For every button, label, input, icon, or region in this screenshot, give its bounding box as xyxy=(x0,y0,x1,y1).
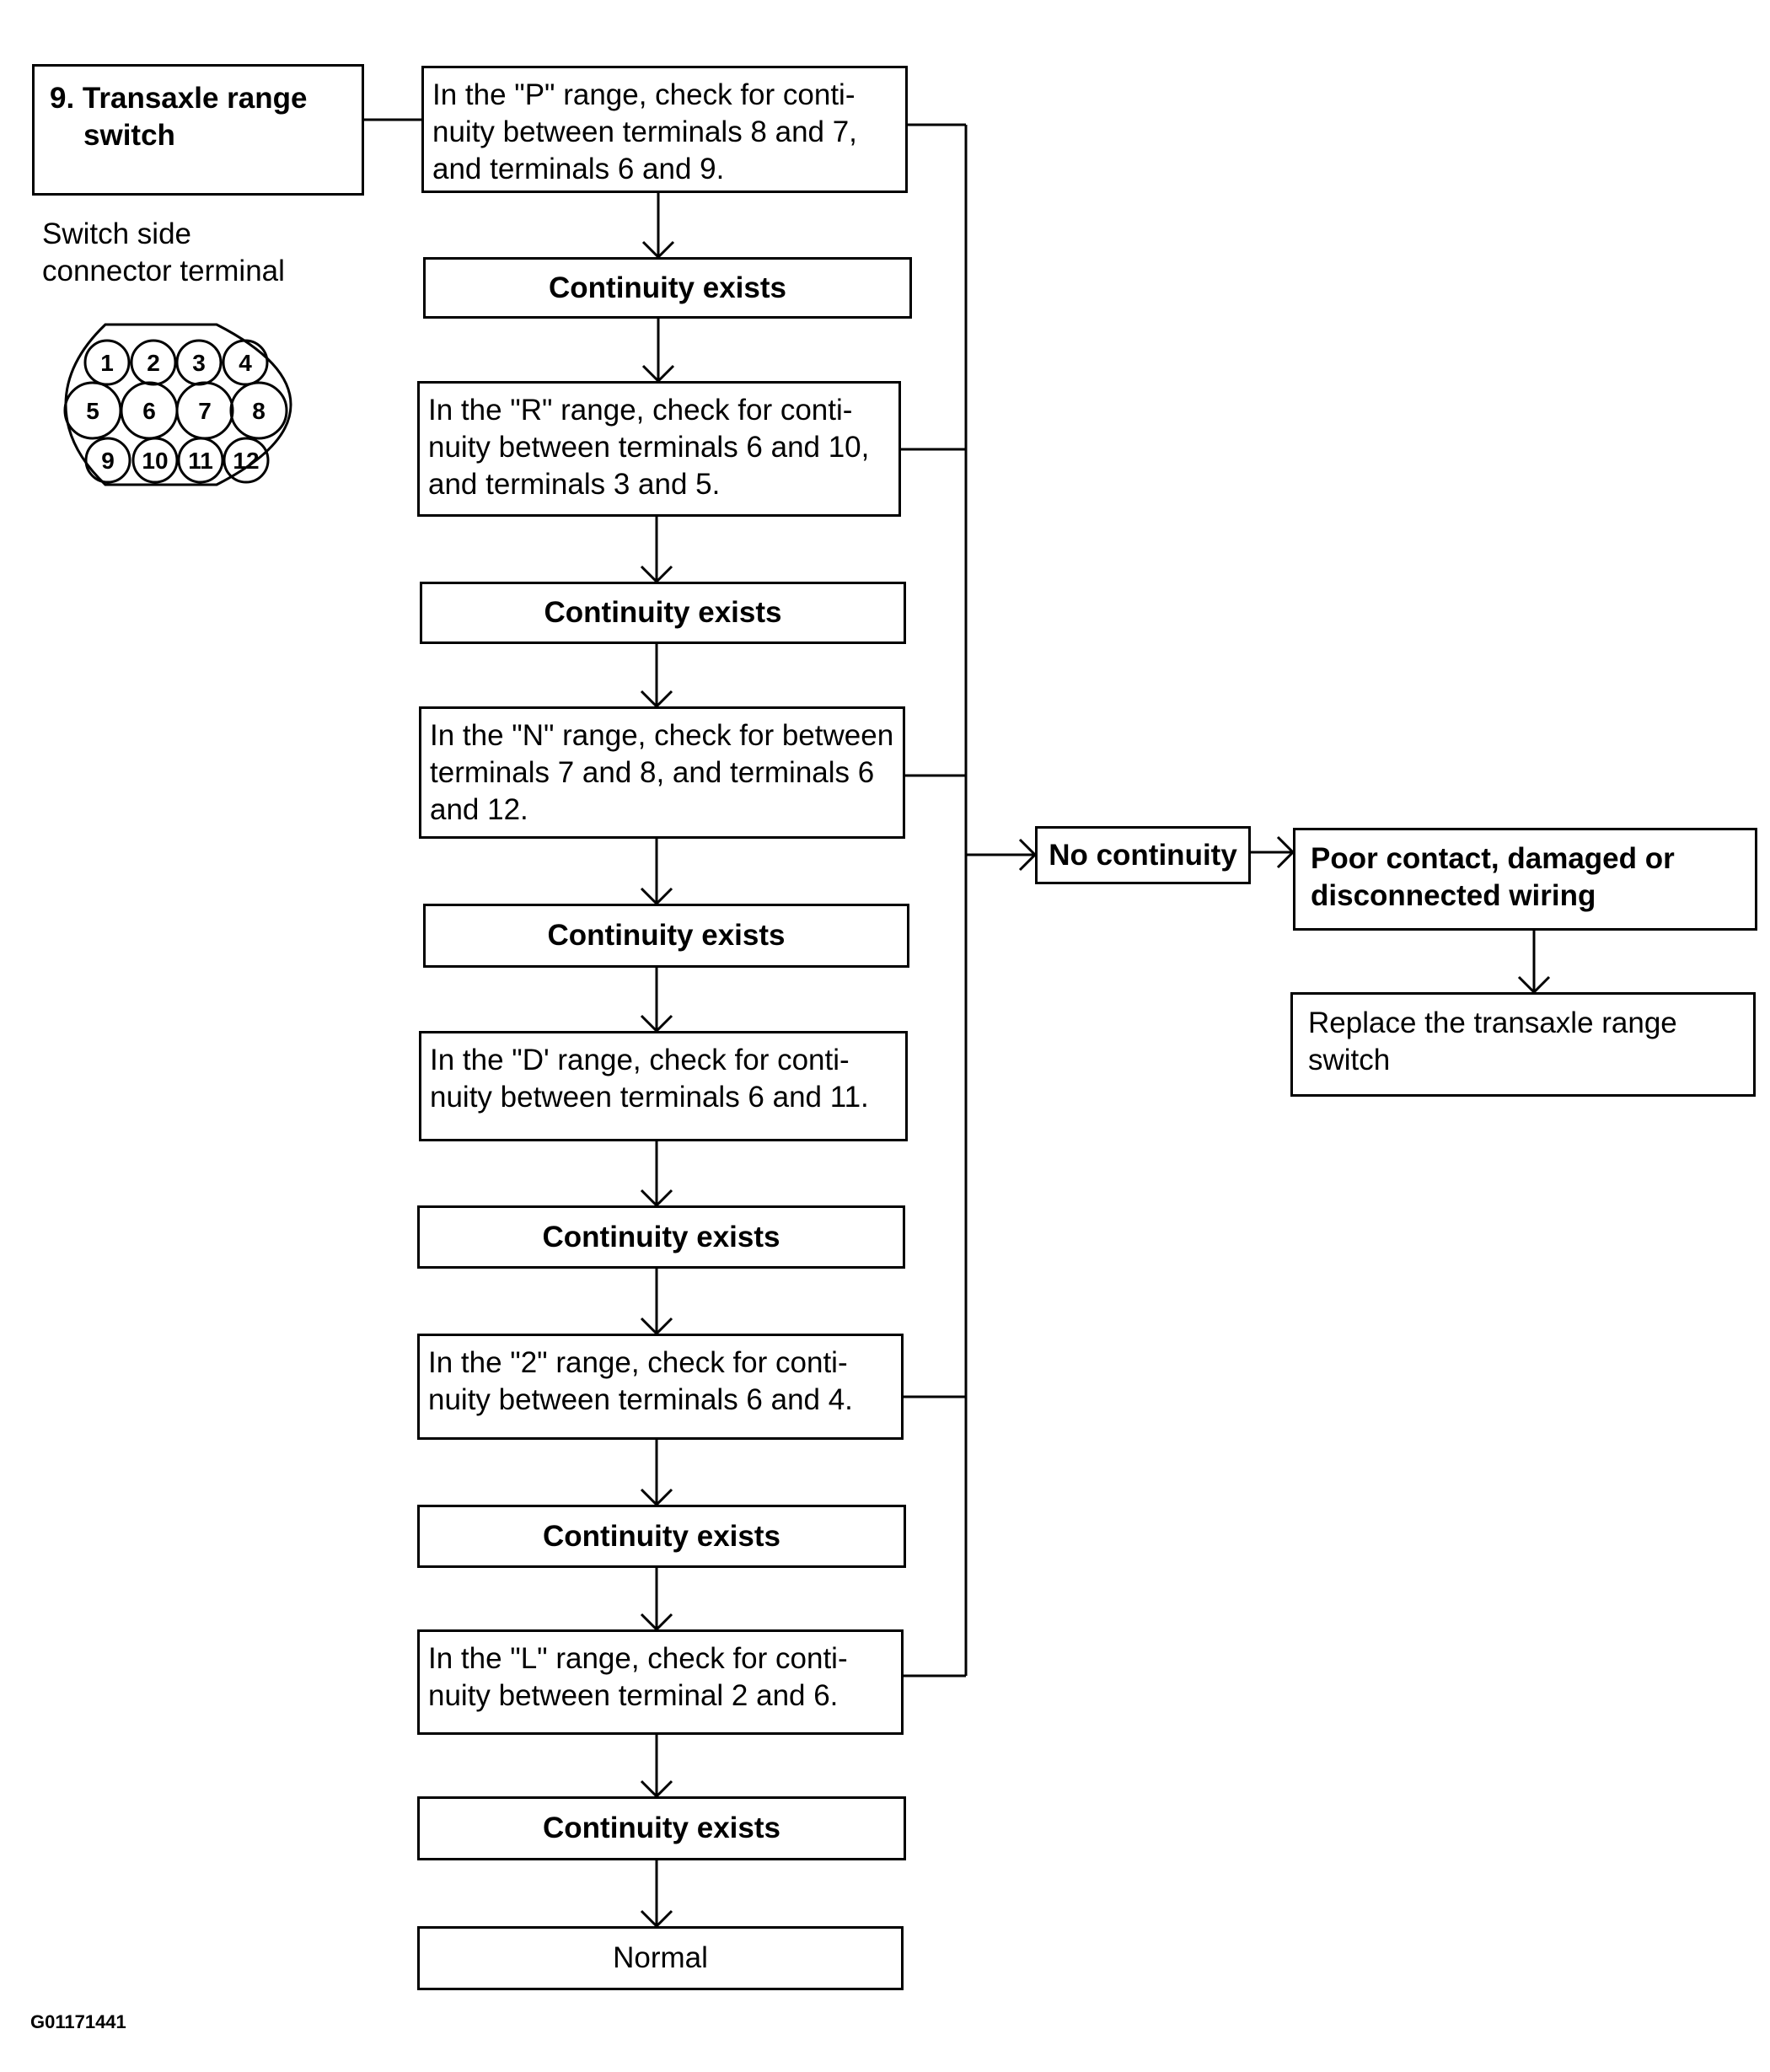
continuity-exists-p-label: Continuity exists xyxy=(549,271,786,304)
step-l-range-text: In the "L" range, check for conti-nuity … xyxy=(428,1642,848,1712)
continuity-exists-2: Continuity exists xyxy=(417,1505,906,1568)
step-r-range-text: In the "R" range, check for conti-nuity … xyxy=(428,394,870,501)
connector-label-line-2: connector terminal xyxy=(42,255,285,287)
terminal-6: 6 xyxy=(120,381,179,440)
step-d-range-text: In the "D' range, check for conti-nuity … xyxy=(430,1044,869,1114)
svg-text:2: 2 xyxy=(147,350,160,376)
step-n-range-text: In the "N" range, check for between term… xyxy=(430,719,894,826)
svg-text:9: 9 xyxy=(101,448,115,474)
step-2-range: In the "2" range, check for conti-nuity … xyxy=(417,1334,904,1440)
step-p-range: In the "P" range, check for conti-nuity … xyxy=(421,66,908,193)
cause-box: Poor contact, damaged or disconnected wi… xyxy=(1293,828,1757,931)
continuity-exists-p: Continuity exists xyxy=(423,257,912,319)
procedure-title: 9. Transaxle range switch xyxy=(32,64,364,196)
continuity-exists-n: Continuity exists xyxy=(423,904,909,968)
no-continuity-label: No continuity xyxy=(1049,838,1237,872)
continuity-exists-2-label: Continuity exists xyxy=(543,1519,780,1553)
connector-label: Switch side connector terminal xyxy=(42,216,285,290)
terminal-7: 7 xyxy=(175,381,234,440)
terminal-10: 10 xyxy=(131,437,179,484)
step-2-range-text: In the "2" range, check for conti-nuity … xyxy=(428,1346,853,1416)
continuity-exists-n-label: Continuity exists xyxy=(547,919,786,952)
title-line-1: 9. Transaxle range xyxy=(50,82,308,115)
connector-label-line-1: Switch side xyxy=(42,217,192,250)
action-text: Replace the transaxle range switch xyxy=(1308,1006,1677,1076)
svg-text:4: 4 xyxy=(239,350,252,376)
terminal-4: 4 xyxy=(222,339,269,386)
step-p-range-text: In the "P" range, check for conti-nuity … xyxy=(432,78,857,185)
continuity-exists-r: Continuity exists xyxy=(420,582,906,644)
terminal-5: 5 xyxy=(63,381,122,440)
action-box: Replace the transaxle range switch xyxy=(1290,992,1756,1097)
terminal-9: 9 xyxy=(84,437,131,484)
continuity-exists-l: Continuity exists xyxy=(417,1796,906,1860)
svg-text:10: 10 xyxy=(142,448,168,474)
step-r-range: In the "R" range, check for conti-nuity … xyxy=(417,381,901,517)
figure-id: G01171441 xyxy=(30,2011,126,2032)
terminal-1: 1 xyxy=(83,339,131,386)
svg-text:12: 12 xyxy=(233,448,259,474)
cause-text: Poor contact, damaged or disconnected wi… xyxy=(1311,842,1675,912)
no-continuity-bus xyxy=(899,123,1551,1677)
terminal-2: 2 xyxy=(130,339,177,386)
svg-text:1: 1 xyxy=(100,350,114,376)
result-normal-label: Normal xyxy=(613,1941,708,1974)
continuity-exists-d: Continuity exists xyxy=(417,1205,905,1269)
svg-text:8: 8 xyxy=(252,398,266,424)
step-n-range: In the "N" range, check for between term… xyxy=(419,706,905,839)
title-line-2: switch xyxy=(83,119,175,152)
connector-outline xyxy=(64,323,292,486)
connector-pins: 1 2 3 4 5 6 7 8 9 10 11 12 xyxy=(63,339,288,484)
continuity-exists-d-label: Continuity exists xyxy=(542,1220,780,1253)
terminal-12: 12 xyxy=(223,437,270,484)
continuity-exists-r-label: Continuity exists xyxy=(544,596,782,629)
svg-text:3: 3 xyxy=(192,350,206,376)
svg-text:7: 7 xyxy=(198,398,212,424)
continuity-exists-l-label: Continuity exists xyxy=(543,1812,780,1844)
svg-text:6: 6 xyxy=(142,398,156,424)
terminal-11: 11 xyxy=(177,437,224,484)
result-normal: Normal xyxy=(417,1926,904,1990)
terminal-8: 8 xyxy=(229,381,288,440)
no-continuity-box: No continuity xyxy=(1035,826,1251,884)
svg-text:11: 11 xyxy=(188,448,213,474)
svg-text:5: 5 xyxy=(86,398,99,424)
terminal-3: 3 xyxy=(175,339,223,386)
step-d-range: In the "D' range, check for conti-nuity … xyxy=(419,1031,908,1141)
step-l-range: In the "L" range, check for conti-nuity … xyxy=(417,1629,904,1735)
